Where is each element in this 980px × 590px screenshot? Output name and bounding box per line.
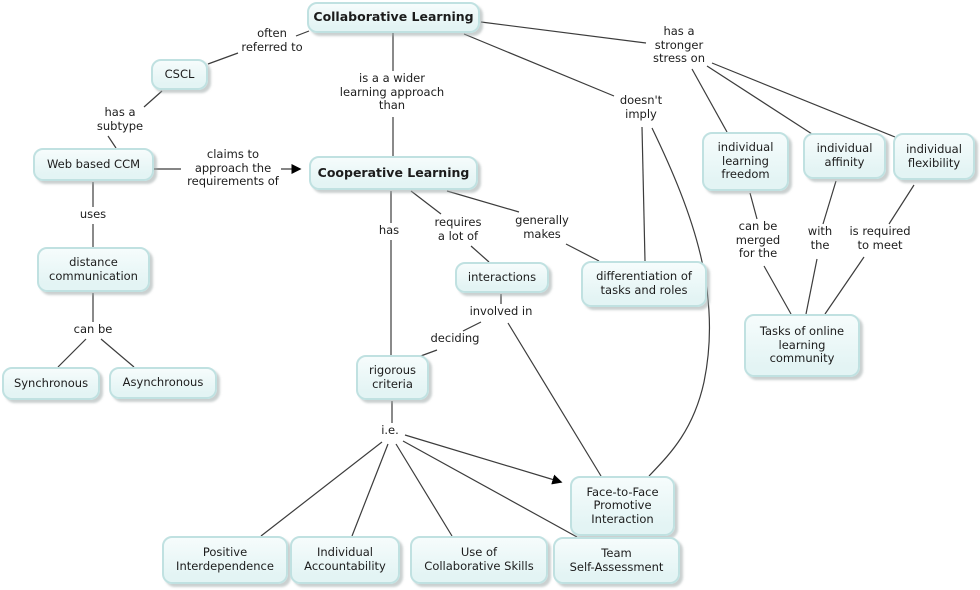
edge-canbe-label-to-synchronous bbox=[57, 338, 87, 368]
link-label-uses[interactable]: uses bbox=[79, 207, 107, 221]
edge-involved-label-to-deciding-label bbox=[462, 321, 482, 332]
edge-required-label-to-tasks bbox=[824, 256, 865, 315]
link-label-is-a-wider[interactable]: is a a wider learning approach than bbox=[339, 71, 445, 113]
edge-freedom-to-merged-label bbox=[749, 192, 758, 220]
edge-cooperative-to-generally-label bbox=[446, 190, 520, 213]
edge-collab-to-stress-label bbox=[480, 21, 647, 44]
node-team-self-assessment[interactable]: Team Self-Assessment bbox=[553, 537, 680, 584]
link-label-has-a-subtype[interactable]: has a subtype bbox=[96, 105, 144, 133]
node-rigorous-criteria[interactable]: rigorous criteria bbox=[356, 355, 429, 400]
link-label-can-be-merged[interactable]: can be merged for the bbox=[735, 219, 781, 261]
edge-generally-label-to-differentiation bbox=[565, 243, 600, 262]
edge-ie-label-to-positive bbox=[260, 441, 383, 537]
edge-doesnt-label-to-differentiation bbox=[641, 126, 646, 262]
node-individual-learning-freedom[interactable]: individual learning freedom bbox=[702, 132, 789, 191]
link-label-is-required-to-meet[interactable]: is required to meet bbox=[849, 224, 911, 252]
edge-stress-label-to-freedom bbox=[691, 68, 728, 133]
edge-withthe-label-to-tasks bbox=[805, 258, 818, 315]
edge-flexibility-to-required-label bbox=[888, 184, 915, 225]
link-label-with-the[interactable]: with the bbox=[807, 224, 833, 252]
node-individual-accountability[interactable]: Individual Accountability bbox=[290, 536, 400, 584]
link-label-claims-to-approach[interactable]: claims to approach the requirements of bbox=[187, 147, 279, 189]
node-interactions[interactable]: interactions bbox=[455, 262, 549, 293]
node-distance-communication[interactable]: distance communication bbox=[37, 247, 150, 292]
link-label-deciding[interactable]: deciding bbox=[430, 331, 480, 345]
node-web-based-ccm[interactable]: Web based CCM bbox=[33, 148, 154, 181]
node-collaborative-learning[interactable]: Collaborative Learning bbox=[307, 2, 480, 33]
node-tasks-online-community[interactable]: Tasks of online learning community bbox=[744, 314, 860, 377]
link-label-has[interactable]: has bbox=[378, 223, 400, 237]
edge-stress-label-to-affinity bbox=[706, 65, 813, 135]
node-cooperative-learning[interactable]: Cooperative Learning bbox=[309, 156, 478, 190]
link-label-often-referred-to[interactable]: often referred to bbox=[241, 26, 303, 54]
edge-affinity-to-withthe-label bbox=[822, 180, 837, 225]
edge-ie-label-to-useskills bbox=[395, 443, 453, 537]
edge-often-label-to-cscl bbox=[207, 52, 239, 65]
node-cscl[interactable]: CSCL bbox=[151, 59, 208, 90]
edge-ie-label-to-accountability bbox=[351, 443, 389, 537]
link-label-doesnt-imply[interactable]: doesn't imply bbox=[619, 93, 663, 121]
edge-canbe-label-to-asynchronous bbox=[100, 338, 135, 368]
node-asynchronous[interactable]: Asynchronous bbox=[109, 367, 217, 399]
link-label-requires-a-lot-of[interactable]: requires a lot of bbox=[434, 215, 482, 243]
edge-collab-to-doesnt-label bbox=[463, 33, 615, 97]
edge-merged-label-to-tasks bbox=[763, 265, 792, 315]
link-label-generally-makes[interactable]: generally makes bbox=[515, 213, 569, 241]
edge-stress-label-to-flexibility bbox=[711, 62, 896, 138]
node-synchronous[interactable]: Synchronous bbox=[2, 367, 100, 400]
node-use-collaborative-skills[interactable]: Use of Collaborative Skills bbox=[410, 536, 548, 584]
node-face-to-face-promotive-interaction[interactable]: Face-to-Face Promotive Interaction bbox=[570, 476, 675, 536]
edge-involved-label-to-facetoface bbox=[507, 322, 602, 477]
node-positive-interdependence[interactable]: Positive Interdependence bbox=[162, 536, 288, 584]
link-label-has-stronger-stress[interactable]: has a stronger stress on bbox=[652, 24, 706, 66]
edge-requires-label-to-interactions bbox=[470, 245, 490, 263]
link-label-can-be[interactable]: can be bbox=[73, 322, 113, 336]
edge-subtype-label-to-webccm bbox=[107, 135, 117, 149]
node-differentiation-tasks-roles[interactable]: differentiation of tasks and roles bbox=[581, 261, 707, 307]
node-individual-affinity[interactable]: individual affinity bbox=[803, 133, 886, 179]
edge-cooperative-to-requires-label bbox=[410, 190, 442, 215]
node-individual-flexibility[interactable]: individual flexibility bbox=[893, 133, 975, 180]
link-label-involved-in[interactable]: involved in bbox=[469, 304, 533, 318]
edge-cscl-to-subtype-label bbox=[143, 90, 163, 108]
edge-ie-label-to-team bbox=[402, 440, 578, 538]
edge-ie-label-to-facetoface-arrow bbox=[404, 434, 563, 485]
link-label-ie[interactable]: i.e. bbox=[381, 423, 399, 437]
